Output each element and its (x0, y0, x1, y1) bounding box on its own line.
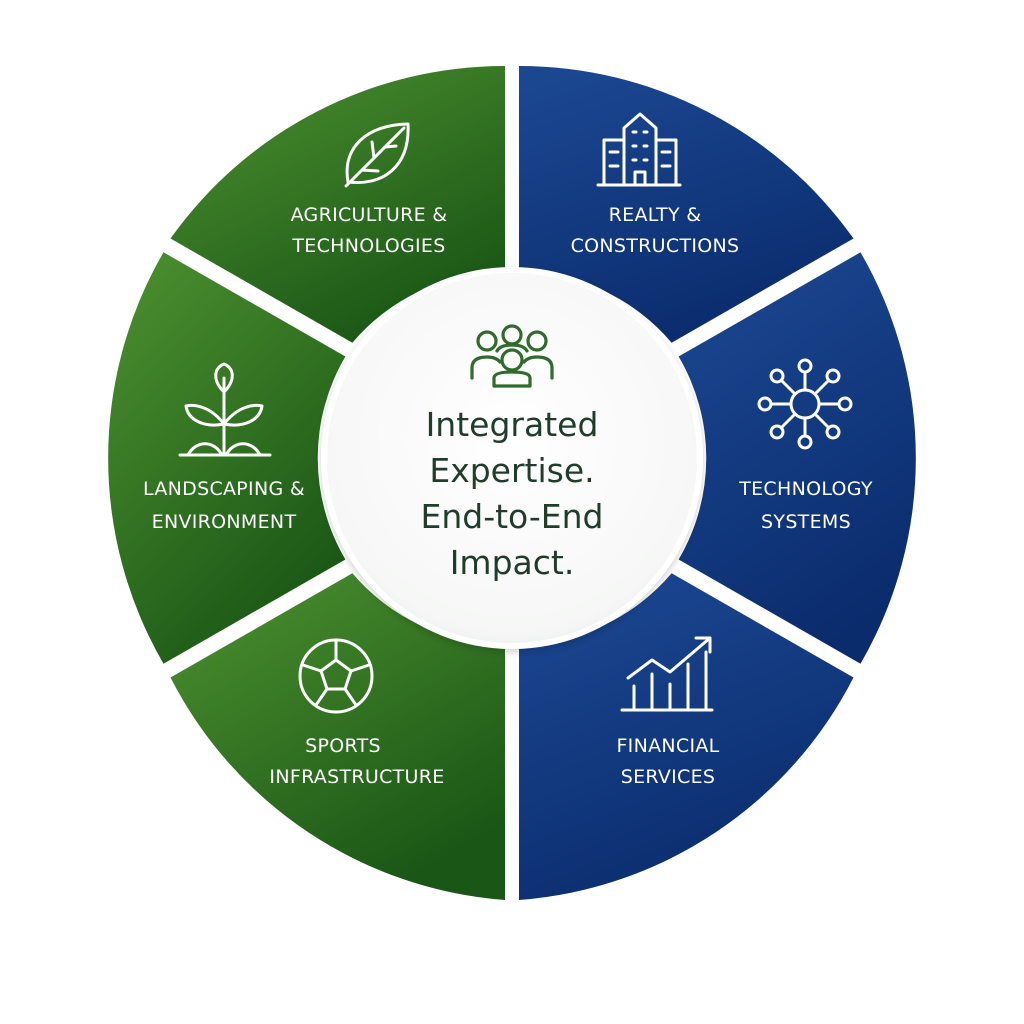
segment-sports[interactable] (170, 573, 506, 900)
landscaping-label-line-2: ENVIRONMENT (152, 511, 297, 533)
landscaping-label-line-1: LANDSCAPING & (143, 478, 305, 500)
segment-agriculture[interactable] (170, 65, 506, 343)
segment-landscaping[interactable] (108, 252, 346, 664)
agriculture-label-line-2: TECHNOLOGIES (291, 235, 445, 257)
segment-financial[interactable] (519, 573, 854, 900)
leaf-icon (344, 122, 410, 188)
technology-label-line-1: TECHNOLOGY (738, 478, 873, 500)
center-hub (321, 267, 703, 649)
segment-technology[interactable] (678, 252, 916, 664)
growth-chart-icon (620, 636, 714, 712)
realty-label-line-2: CONSTRUCTIONS (571, 235, 740, 257)
team-icon (470, 324, 554, 388)
technology-label-line-2: SYSTEMS (761, 511, 851, 533)
center-line-1: Integrated (426, 405, 599, 444)
realty-label-line-1: REALTY & (609, 204, 702, 226)
network-icon (757, 358, 853, 450)
segment-realty[interactable] (519, 65, 854, 343)
center-line-4: Impact. (450, 543, 575, 582)
sprout-icon (178, 362, 272, 457)
financial-label-line-2: SERVICES (621, 766, 716, 788)
financial-label-line-1: FINANCIAL (616, 735, 719, 757)
agriculture-label-line-1: AGRICULTURE & (291, 204, 448, 226)
center-line-3: End-to-End (421, 497, 604, 536)
sports-label-line-1: SPORTS (305, 735, 381, 757)
soccer-ball-icon (298, 638, 374, 714)
center-line-2: Expertise. (429, 451, 594, 490)
sports-label-line-2: INFRASTRUCTURE (269, 766, 444, 788)
building-icon (596, 112, 682, 187)
